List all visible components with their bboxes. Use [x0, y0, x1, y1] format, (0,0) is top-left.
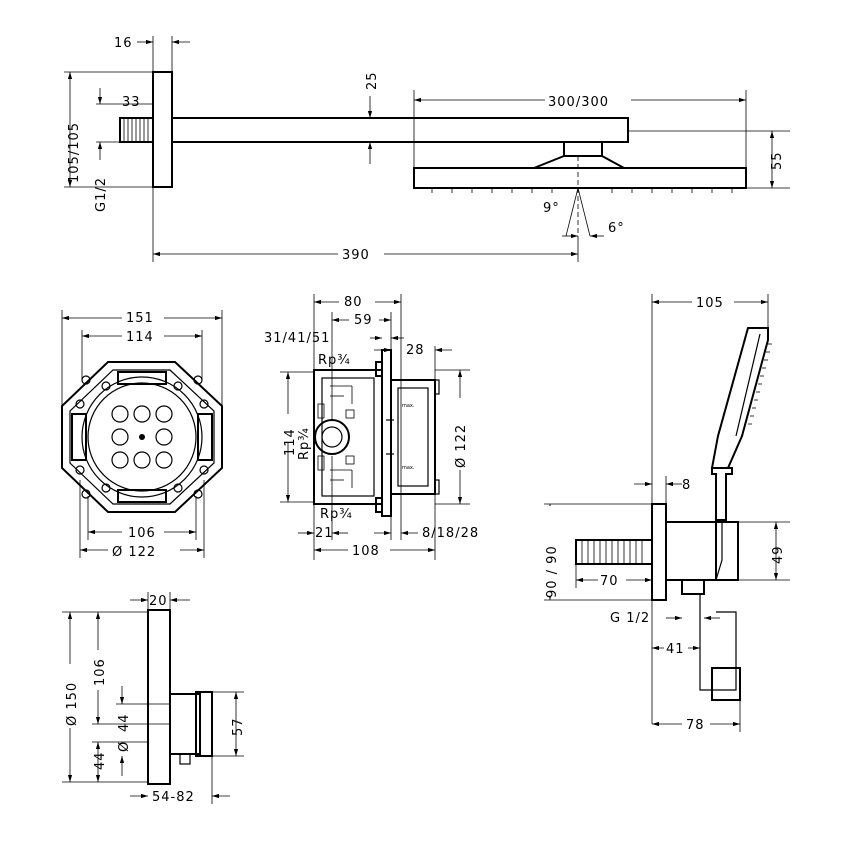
- dim-41: 41: [666, 642, 685, 657]
- left-mount: [71, 413, 87, 461]
- wall-flange: [152, 71, 173, 188]
- mounting-plate: [381, 349, 392, 517]
- dim-108: 108: [352, 544, 380, 559]
- dim-59: 59: [354, 313, 373, 328]
- hose-nut: [681, 579, 705, 595]
- dim-80: 80: [344, 295, 363, 310]
- top-mount: [117, 371, 167, 385]
- dim-78: 78: [686, 718, 705, 733]
- dim-70: 70: [600, 574, 619, 589]
- dim-106-plate: 106: [93, 658, 108, 686]
- dim-31-41-51: 31/41/51: [264, 331, 330, 346]
- hand-shower-handle: [711, 467, 733, 521]
- dim-300-300: 300/300: [548, 95, 609, 110]
- fitting-ring: [314, 419, 350, 455]
- overhead-shower-view: 16 105/105 33 G1/2 25 300/300 55 9° 6°: [64, 36, 790, 263]
- hand-shower-head: [710, 327, 769, 469]
- dim-g1-2-top: G1/2: [94, 177, 109, 212]
- dim-151: 151: [126, 311, 154, 326]
- base-ring: [81, 376, 203, 498]
- dim-28: 28: [406, 343, 425, 358]
- dim-angle-6: 6°: [608, 221, 625, 236]
- dim-g1-2-hand: G 1/2: [610, 611, 650, 626]
- thread-connection: [119, 117, 154, 143]
- dim-rp-top: Rp¾: [318, 353, 351, 368]
- svg-text:max.: max.: [402, 403, 415, 409]
- dim-105-hand: 105: [696, 296, 724, 311]
- shower-head: [413, 167, 747, 189]
- cover-box: [390, 379, 436, 495]
- svg-text:max.: max.: [402, 465, 415, 471]
- dim-54-82: 54-82: [152, 790, 195, 805]
- base-body-front-view: 151 114 106 Ø 122: [61, 309, 223, 560]
- thermostat-plate-view: 20 Ø 150 106 44 57 44 Ø 54-82: [61, 592, 246, 805]
- dim-8-18-28: 8/18/28: [422, 526, 479, 541]
- dim-rp-bottom: Rp¾: [320, 507, 353, 522]
- dim-8-hand: 8: [682, 478, 691, 493]
- dim-44-lower: 44: [93, 751, 108, 770]
- dim-44-upper: 44: [117, 713, 132, 732]
- dim-55: 55: [770, 151, 785, 170]
- cover-marks: max. max.: [402, 403, 415, 471]
- bottom-mount: [117, 489, 167, 503]
- octagon-housing: [61, 361, 223, 513]
- dim-114-octo: 114: [126, 330, 154, 345]
- port-plugs: [111, 405, 173, 469]
- dim-150: Ø 150: [65, 682, 80, 726]
- dim-16: 16: [114, 36, 133, 51]
- dim-105-105: 105/105: [67, 122, 82, 183]
- dim-phi-small: Ø: [117, 741, 132, 752]
- dim-21: 21: [315, 526, 334, 541]
- dim-390: 390: [342, 248, 370, 263]
- arm-connector: [563, 141, 603, 157]
- hand-nozzles: [748, 343, 772, 425]
- head-nozzles: [431, 188, 733, 193]
- dim-angle-alpha: 9°: [543, 201, 560, 216]
- dim-122-side: Ø 122: [454, 424, 469, 468]
- dim-33: 33: [122, 95, 141, 110]
- dim-106-octo: 106: [128, 526, 156, 541]
- dim-57: 57: [231, 717, 246, 736]
- dim-25: 25: [365, 71, 380, 90]
- shower-arm: [171, 117, 629, 143]
- dim-114-side: 114: [283, 428, 298, 456]
- fixing-screws: [75, 375, 209, 499]
- trim-plate: [147, 609, 171, 785]
- dim-90-90: 90 / 90: [545, 545, 560, 598]
- dim-rp-side: Rp¾: [297, 427, 312, 460]
- dim-49: 49: [771, 545, 786, 564]
- right-mount: [197, 413, 213, 461]
- base-body-side-view: max. max. 80 59 31/41/51 28 Rp¾ 114 Rp¾: [264, 292, 479, 560]
- outlet-flange: [651, 503, 667, 601]
- head-cone: [533, 155, 625, 169]
- outlet-thread: [575, 539, 653, 565]
- hand-shower-view: 105 8 90 / 90 70 49 G 1/2 41 78: [541, 293, 790, 733]
- dim-20: 20: [149, 594, 168, 609]
- outlet-block: [665, 521, 717, 581]
- hose-end: [711, 667, 741, 701]
- dim-122-octo: Ø 122: [112, 545, 156, 560]
